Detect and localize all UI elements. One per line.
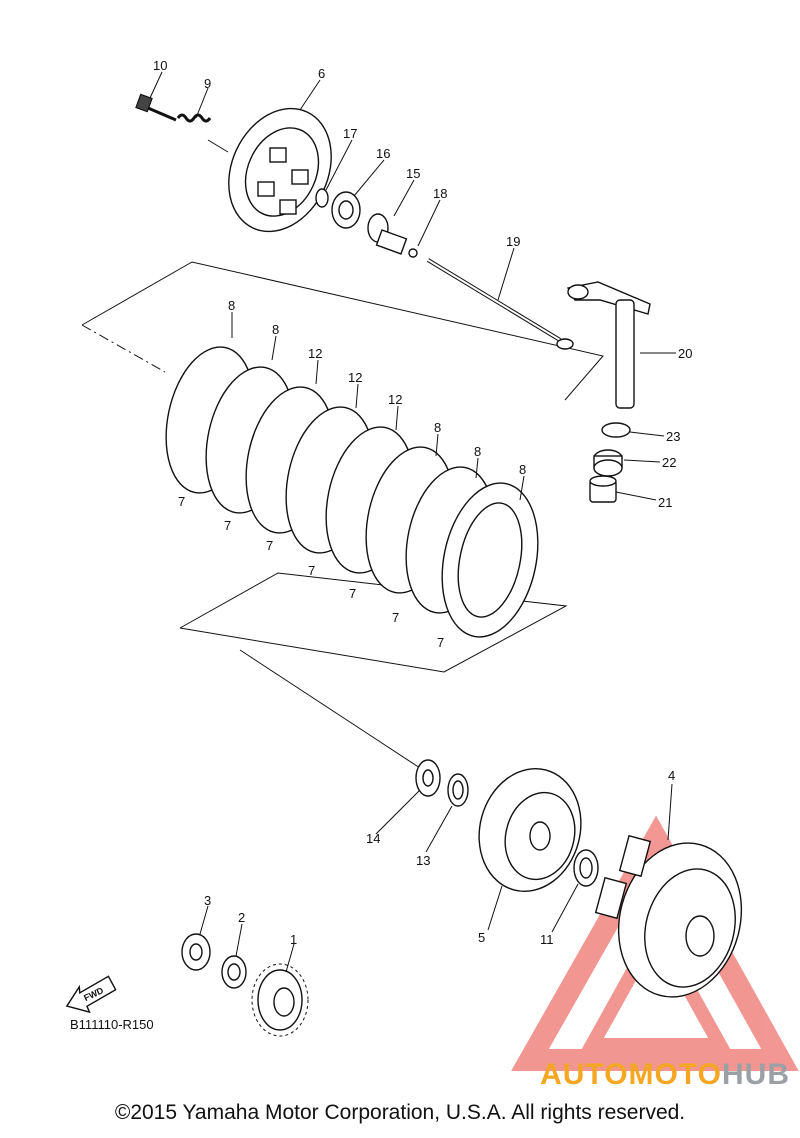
clutch-housing-part-4 — [594, 834, 743, 998]
callout-7-f: 7 — [392, 610, 399, 625]
bushing-part-21 — [589, 475, 617, 503]
washer-part-2 — [221, 955, 247, 989]
bearing-part-22 — [593, 449, 623, 477]
callout-7-e: 7 — [349, 586, 356, 601]
upper-frame — [81, 261, 604, 401]
push-piece-part-15 — [367, 213, 408, 255]
callout-8-d: 8 — [474, 444, 481, 459]
gear-part-1 — [251, 963, 309, 1037]
callout-2: 2 — [238, 910, 245, 925]
callout-15: 15 — [406, 166, 420, 181]
callout-22: 22 — [662, 455, 676, 470]
callout-14: 14 — [366, 831, 380, 846]
spring-part-9 — [176, 113, 229, 153]
callout-9: 9 — [204, 76, 211, 91]
callout-7-b: 7 — [224, 518, 231, 533]
callout-20: 20 — [678, 346, 692, 361]
leader-lines — [149, 71, 676, 973]
callout-17: 17 — [343, 126, 357, 141]
callout-13: 13 — [416, 853, 430, 868]
callout-8-a: 8 — [228, 298, 235, 313]
callout-8-b: 8 — [272, 322, 279, 337]
callout-12-c: 12 — [388, 392, 402, 407]
callout-12-b: 12 — [348, 370, 362, 385]
callout-8-e: 8 — [519, 462, 526, 477]
callout-4: 4 — [668, 768, 675, 783]
callout-7-g: 7 — [437, 635, 444, 650]
callout-19: 19 — [506, 234, 520, 249]
callout-6: 6 — [318, 66, 325, 81]
callout-16: 16 — [376, 146, 390, 161]
circlip-part-17 — [315, 188, 329, 208]
push-rod-part-19 — [426, 258, 574, 350]
ball-part-18 — [408, 248, 418, 258]
callout-3: 3 — [204, 893, 211, 908]
nut-part-14 — [415, 759, 441, 797]
clutch-boss-part-5 — [478, 768, 582, 892]
lower-frame — [179, 572, 568, 769]
callout-labels: 10 9 6 17 16 15 18 19 20 23 22 21 8 8 12… — [153, 58, 692, 947]
bolt-part-10 — [135, 93, 177, 122]
callout-8-c: 8 — [434, 420, 441, 435]
washer-part-13 — [447, 773, 469, 807]
callout-7-a: 7 — [178, 494, 185, 509]
watermark-part1: AUTOMOTO — [540, 1058, 722, 1091]
pressure-plate-part-6 — [228, 107, 332, 233]
callout-21: 21 — [658, 495, 672, 510]
callout-12-a: 12 — [308, 346, 322, 361]
watermark-part2: HUB — [722, 1058, 790, 1091]
callout-1: 1 — [290, 932, 297, 947]
callout-7-c: 7 — [266, 538, 273, 553]
nut-part-3 — [181, 933, 211, 971]
callout-23: 23 — [666, 429, 680, 444]
bearing-part-16 — [331, 191, 361, 229]
callout-5: 5 — [478, 930, 485, 945]
callout-10: 10 — [153, 58, 167, 73]
diagram-code: B111110-R150 — [70, 1017, 154, 1032]
callout-11: 11 — [540, 932, 554, 947]
fwd-arrow: FWD — [65, 975, 117, 1014]
lever-shaft-part-20 — [566, 281, 651, 409]
watermark-logo: AUTOMOTOHUB — [540, 1058, 790, 1092]
circlip-part-23 — [601, 422, 631, 438]
callout-7-d: 7 — [308, 563, 315, 578]
copyright-footer: ©2015 Yamaha Motor Corporation, U.S.A. A… — [114, 1101, 686, 1124]
clutch-plate-stack — [165, 346, 539, 638]
washer-part-11 — [573, 849, 599, 887]
callout-18: 18 — [433, 186, 447, 201]
